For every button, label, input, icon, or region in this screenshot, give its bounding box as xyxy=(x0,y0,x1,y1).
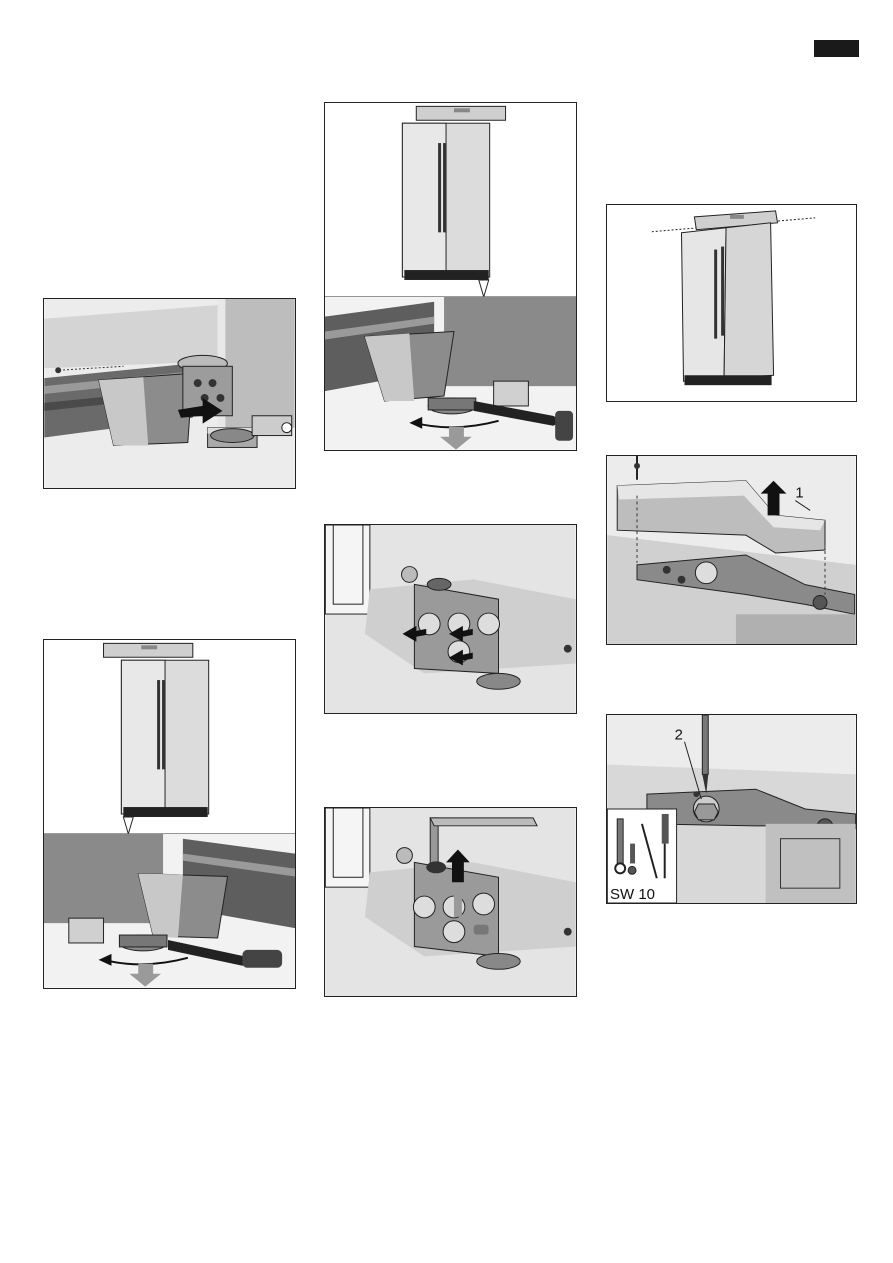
illustration-level-right-foot xyxy=(325,103,576,450)
figure-level-left-foot xyxy=(43,639,296,989)
illustration-hinge-nut: 2 xyxy=(607,715,856,903)
callout-2: 2 xyxy=(675,728,683,744)
callout-1: 1 xyxy=(795,486,803,502)
figure-hinge-cover-lift: 1 xyxy=(606,455,857,645)
illustration-foot-cover xyxy=(44,299,295,488)
figure-level-right-foot xyxy=(324,102,577,451)
illustration-hinge-allen-key xyxy=(325,808,576,996)
figure-hinge-nut-adjust: 2 SW 10 xyxy=(606,714,857,904)
page-tab-marker xyxy=(814,40,859,57)
illustration-level-left-foot xyxy=(44,640,295,988)
figure-door-tilt-check xyxy=(606,204,857,402)
illustration-door-tilt xyxy=(607,205,856,401)
tool-size-label: SW 10 xyxy=(610,886,656,903)
figure-hinge-allen-key xyxy=(324,807,577,997)
figure-hinge-screws-loosen xyxy=(324,524,577,714)
illustration-hinge-cover: 1 xyxy=(607,456,856,644)
figure-foot-cover-remove xyxy=(43,298,296,489)
illustration-hinge-screws xyxy=(325,525,576,713)
